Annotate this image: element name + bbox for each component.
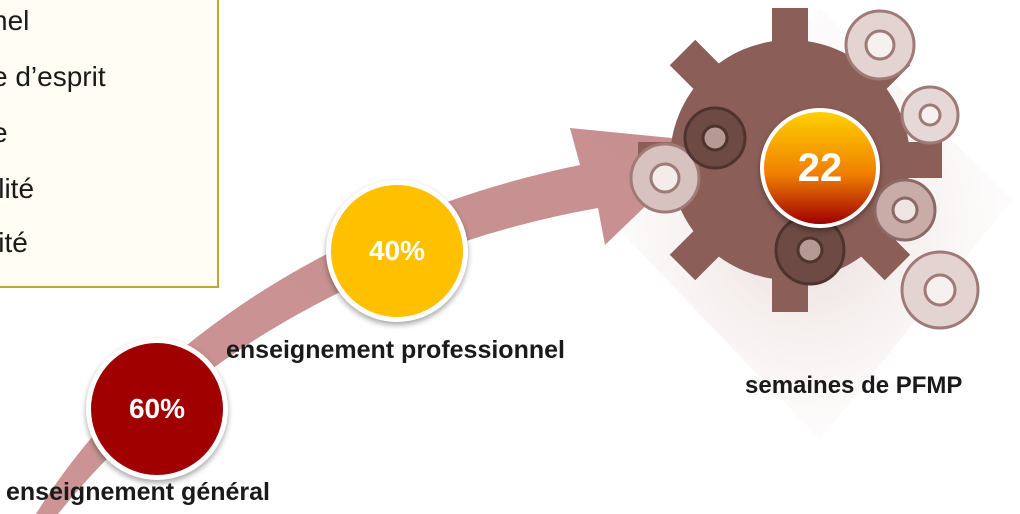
info-line: e d’esprit xyxy=(0,61,106,92)
info-line: ilité xyxy=(0,173,35,204)
info-box: nel e d’esprit e ilité lité xyxy=(0,0,219,288)
professional-label: enseignement professionnel xyxy=(226,336,565,364)
general-percent: 60% xyxy=(128,393,186,424)
professional-percent-badge: 40% xyxy=(326,180,468,322)
professional-percent: 40% xyxy=(368,235,426,266)
info-line: e xyxy=(0,116,8,150)
info-line: lité xyxy=(0,227,28,258)
pfmp-weeks: 22 xyxy=(797,145,843,190)
general-percent-badge: 60% xyxy=(86,338,228,480)
info-line: nel xyxy=(0,5,30,36)
pfmp-label: semaines de PFMP xyxy=(745,372,963,399)
general-label: enseignement général xyxy=(6,478,270,506)
gears-cluster xyxy=(629,8,980,330)
pfmp-weeks-badge: 22 xyxy=(760,108,880,228)
